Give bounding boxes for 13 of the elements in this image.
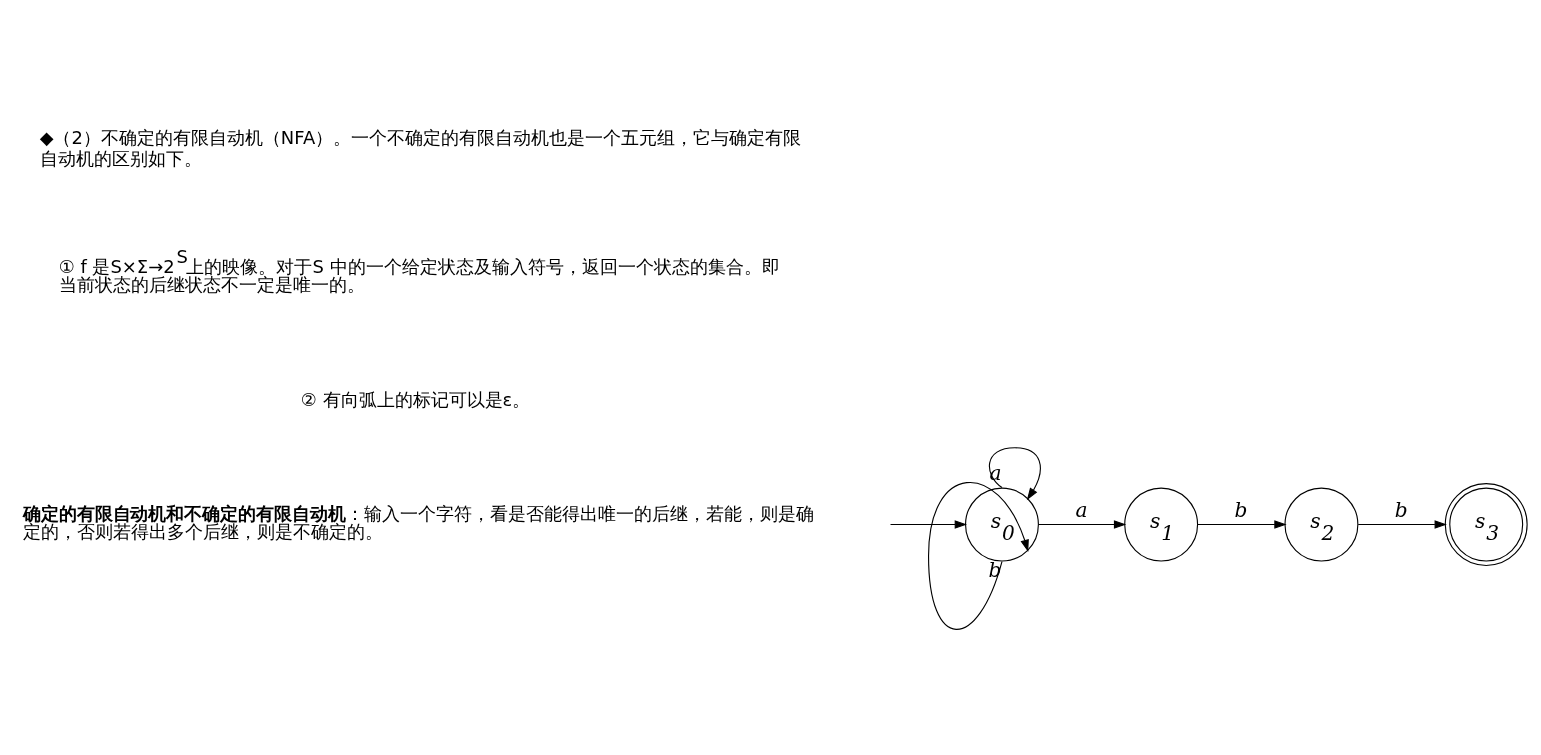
arrow — [1197, 520, 1287, 529]
label: 确定的有限自动机和不确定的有限自动机：输入一个字符，看是否能得出唯一的后继，若能，则是确定的，否则若得出多个后继，则是不确定的。 — [22, 502, 814, 542]
edge-label: b — [1394, 498, 1408, 523]
arrow — [928, 482, 1029, 630]
label: ◆（2）不确定的有限自动机（NFA）。一个不确定的有限自动机也是一个五元组，它与确定有限自动机的区别如下。 — [39, 127, 802, 169]
edge-label: a — [989, 461, 1002, 486]
arrow — [1038, 520, 1127, 529]
edge-label: b — [1234, 498, 1248, 523]
arrow — [1357, 520, 1447, 529]
edge-label: a — [1075, 498, 1088, 523]
label: ② 有向弧上的标记可以是ε。 — [300, 388, 531, 410]
arrow — [889, 520, 968, 529]
arrow — [988, 447, 1041, 501]
